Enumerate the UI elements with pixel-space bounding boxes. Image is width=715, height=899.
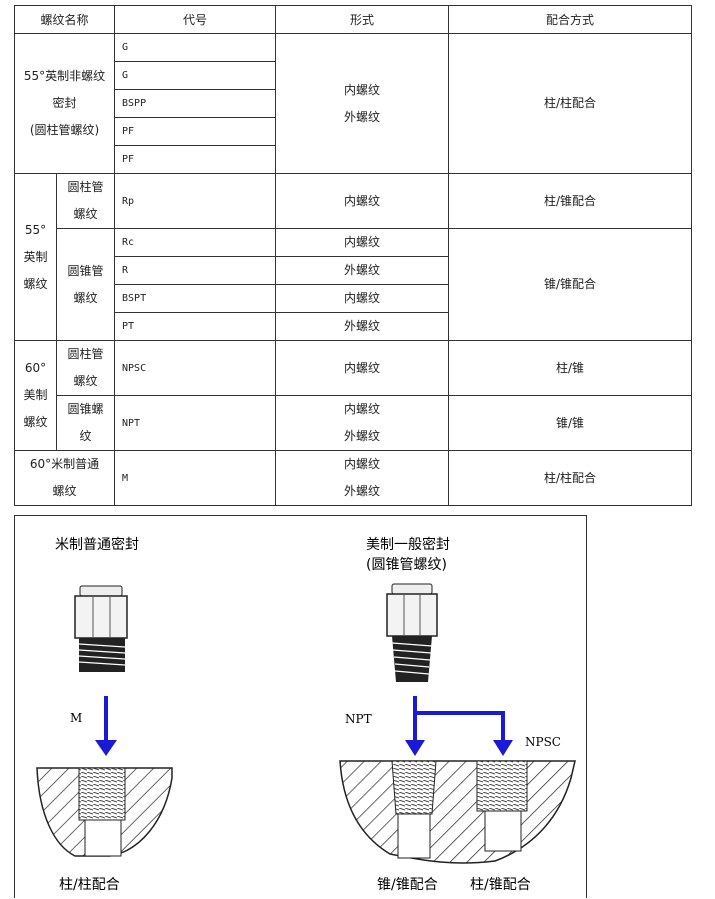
table-row: 圆锥管 螺纹 Rc 内螺纹 锥/锥配合 <box>15 228 693 341</box>
name-55-nonseal: 55°英制非螺纹 密封 (圆柱管螺纹) <box>13 33 116 174</box>
name-60-american: 60° 美制 螺纹 <box>14 340 57 451</box>
american-title: 美制一般密封 <box>366 537 450 553</box>
table-row: R 外螺纹 <box>15 256 692 285</box>
metric-title: 米制普通密封 <box>55 537 139 553</box>
npt-label: NPT <box>345 712 372 726</box>
header-fit: 配合方式 <box>448 5 693 34</box>
sub-name-taper: 圆锥管 螺纹 <box>55 228 116 341</box>
table-row: 55°英制非螺纹 密封 (圆柱管螺纹) G 内螺纹 外螺纹 柱/柱配合 <box>13 33 693 174</box>
code-cell: PT <box>114 312 277 341</box>
code-cell: PF <box>114 145 277 174</box>
form-cell: 内螺纹 外螺纹 <box>275 395 450 451</box>
american-port-section <box>339 760 576 864</box>
fit-cell: 柱/锥 <box>448 340 693 396</box>
american-subtitle: (圆锥管螺纹) <box>366 557 447 573</box>
code-cell: NPT <box>114 395 277 451</box>
thread-spec-table: 螺纹名称 代号 形式 配合方式 55°英制非螺纹 密封 (圆柱管螺纹) G 内螺… <box>13 5 693 506</box>
npsc-label: NPSC <box>525 735 561 749</box>
metric-caption: 柱/柱配合 <box>59 877 120 893</box>
taper-taper-caption: 锥/锥配合 <box>377 877 438 893</box>
code-cell: M <box>114 450 277 506</box>
npt-npsc-arrows <box>405 696 513 756</box>
fit-cell: 锥/锥 <box>448 395 693 451</box>
code-cell: G <box>114 33 277 62</box>
form-cell: 内螺纹 <box>275 340 450 396</box>
form-cell: 内螺纹 外螺纹 <box>275 450 450 506</box>
metric-arrow-label: M <box>70 711 83 725</box>
form-cell: 内螺纹 <box>275 228 450 257</box>
header-form: 形式 <box>275 5 450 34</box>
code-cell: PF <box>114 117 277 146</box>
name-60-metric: 60°米制普通 螺纹 <box>13 450 116 506</box>
table-header-row: 螺纹名称 代号 形式 配合方式 <box>13 5 693 34</box>
form-cell: 内螺纹 外螺纹 <box>275 33 450 174</box>
form-cell: 内螺纹 <box>275 173 450 229</box>
header-code: 代号 <box>114 5 277 34</box>
table-row: BSPT 内螺纹 <box>15 284 692 313</box>
name-55-british: 55° 英制 螺纹 <box>14 173 57 341</box>
code-cell: Rc <box>114 228 277 257</box>
header-thread-name: 螺纹名称 <box>13 5 116 34</box>
fit-cell: 柱/柱配合 <box>448 33 693 174</box>
sub-name-taper: 圆锥螺 纹 <box>55 395 116 451</box>
metric-fitting-icon <box>74 585 128 672</box>
metric-port-section <box>36 767 173 857</box>
code-cell: BSPT <box>114 284 277 313</box>
form-cell: 外螺纹 <box>275 256 450 285</box>
fit-cell: 锥/锥配合 <box>448 228 693 341</box>
code-cell: NPSC <box>114 340 277 396</box>
sub-name-parallel: 圆柱管 螺纹 <box>55 173 116 229</box>
code-cell: G <box>114 61 277 90</box>
sub-name-parallel: 圆柱管 螺纹 <box>55 340 116 396</box>
parallel-taper-caption: 柱/锥配合 <box>470 877 531 893</box>
code-cell: BSPP <box>114 89 277 118</box>
fit-cell: 柱/柱配合 <box>448 450 693 506</box>
american-fitting-icon <box>386 583 438 682</box>
code-cell: R <box>114 256 277 285</box>
code-cell: Rp <box>114 173 277 229</box>
form-cell: 外螺纹 <box>275 312 450 341</box>
metric-arrow <box>95 696 117 756</box>
fitting-diagram: 米制普通密封 M 柱/柱配合 美制一般密封 (圆锥管螺纹) NPT NPSC 锥… <box>14 515 587 898</box>
fitting-diagram-svg <box>36 583 576 864</box>
fit-cell: 柱/锥配合 <box>448 173 693 229</box>
form-cell: 内螺纹 <box>275 284 450 313</box>
